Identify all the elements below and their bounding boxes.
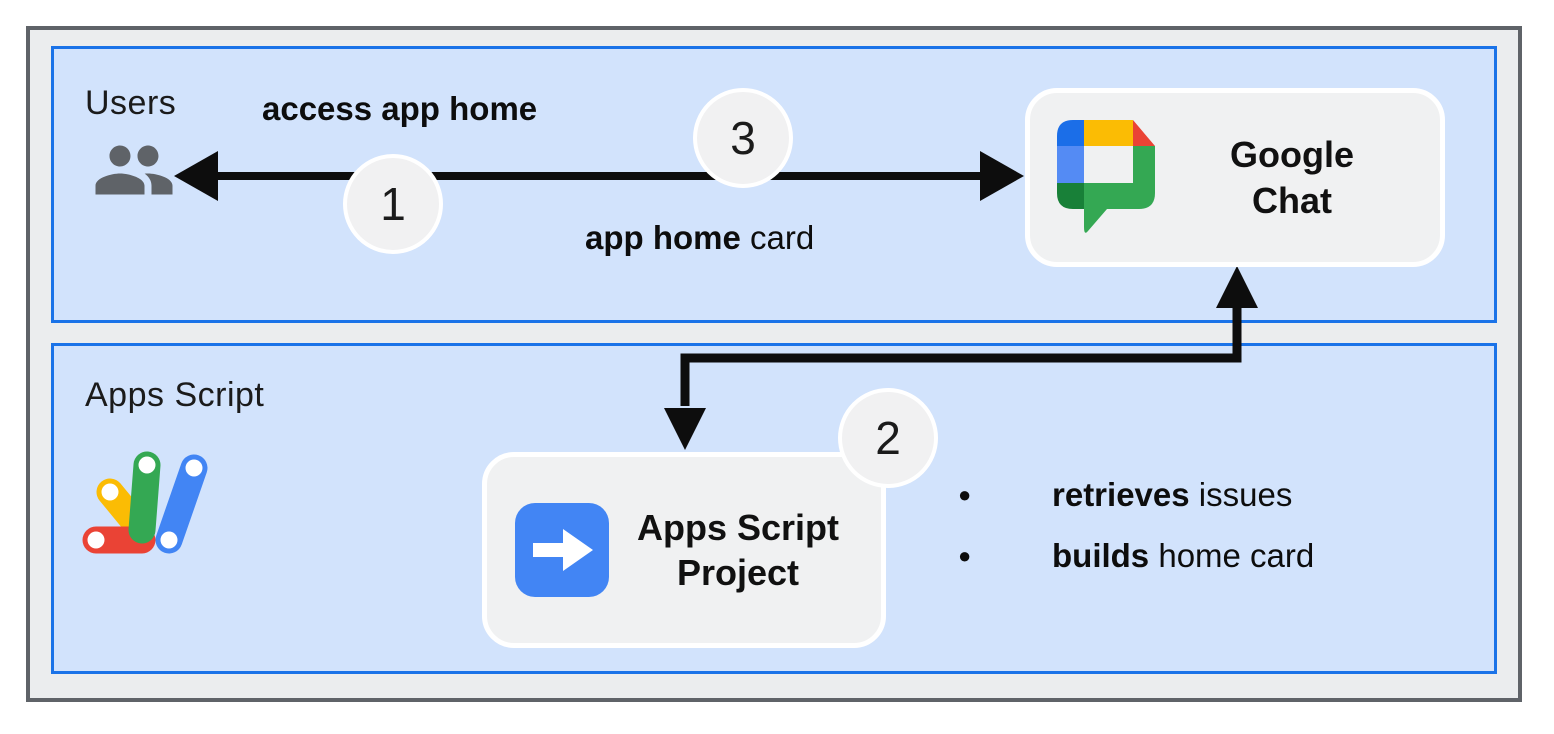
google-chat-label-line1: Google: [1230, 134, 1354, 176]
users-panel-label: Users: [85, 84, 177, 122]
apps-script-project-label: Apps Script Project: [615, 505, 861, 596]
access-app-home-bold: access app home: [262, 90, 538, 127]
users-icon: [95, 145, 173, 195]
step-circle-3: 3: [693, 88, 793, 188]
apps-script-logo-icon: [82, 451, 208, 554]
app-home-rest: card: [740, 219, 815, 256]
bullet-2-bold: builds: [1052, 536, 1150, 574]
apps-script-project-label-line1: Apps Script: [636, 506, 840, 548]
bullet-list: ● retrieves issues ● builds home card: [958, 464, 1314, 586]
step-circle-1: 1: [343, 154, 443, 254]
bullet-item-retrieves: ● retrieves issues: [958, 464, 1314, 525]
bullet-item-builds: ● builds home card: [958, 525, 1314, 586]
google-chat-label-line2: Chat: [1252, 179, 1332, 221]
google-chat-label: Google Chat: [1164, 132, 1420, 223]
step-3-number: 3: [730, 112, 756, 164]
step-2-number: 2: [875, 412, 901, 464]
bullet-1-bold: retrieves: [1052, 475, 1190, 513]
bullet-dot-icon: ●: [958, 481, 972, 507]
access-app-home-label: access app home: [262, 90, 537, 128]
apps-script-project-label-line2: Project: [676, 552, 800, 593]
app-home-bold: app home: [585, 219, 741, 256]
bullet-1-rest: issues: [1189, 475, 1293, 513]
google-chat-node: Google Chat: [1025, 88, 1445, 267]
apps-script-project-node: Apps Script Project: [482, 452, 886, 648]
apps-script-panel-label: Apps Script: [85, 376, 265, 414]
step-1-number: 1: [380, 178, 406, 230]
bullet-text: builds home card: [1052, 537, 1314, 575]
step-circle-2: 2: [838, 388, 938, 488]
app-home-card-label: app home card: [585, 219, 814, 257]
apps-script-project-icon: [515, 503, 609, 597]
bullet-dot-icon: ●: [958, 542, 972, 568]
bullet-2-rest: home card: [1149, 536, 1315, 574]
bullet-text: retrieves issues: [1052, 476, 1292, 514]
google-chat-logo-icon: [1057, 120, 1155, 233]
